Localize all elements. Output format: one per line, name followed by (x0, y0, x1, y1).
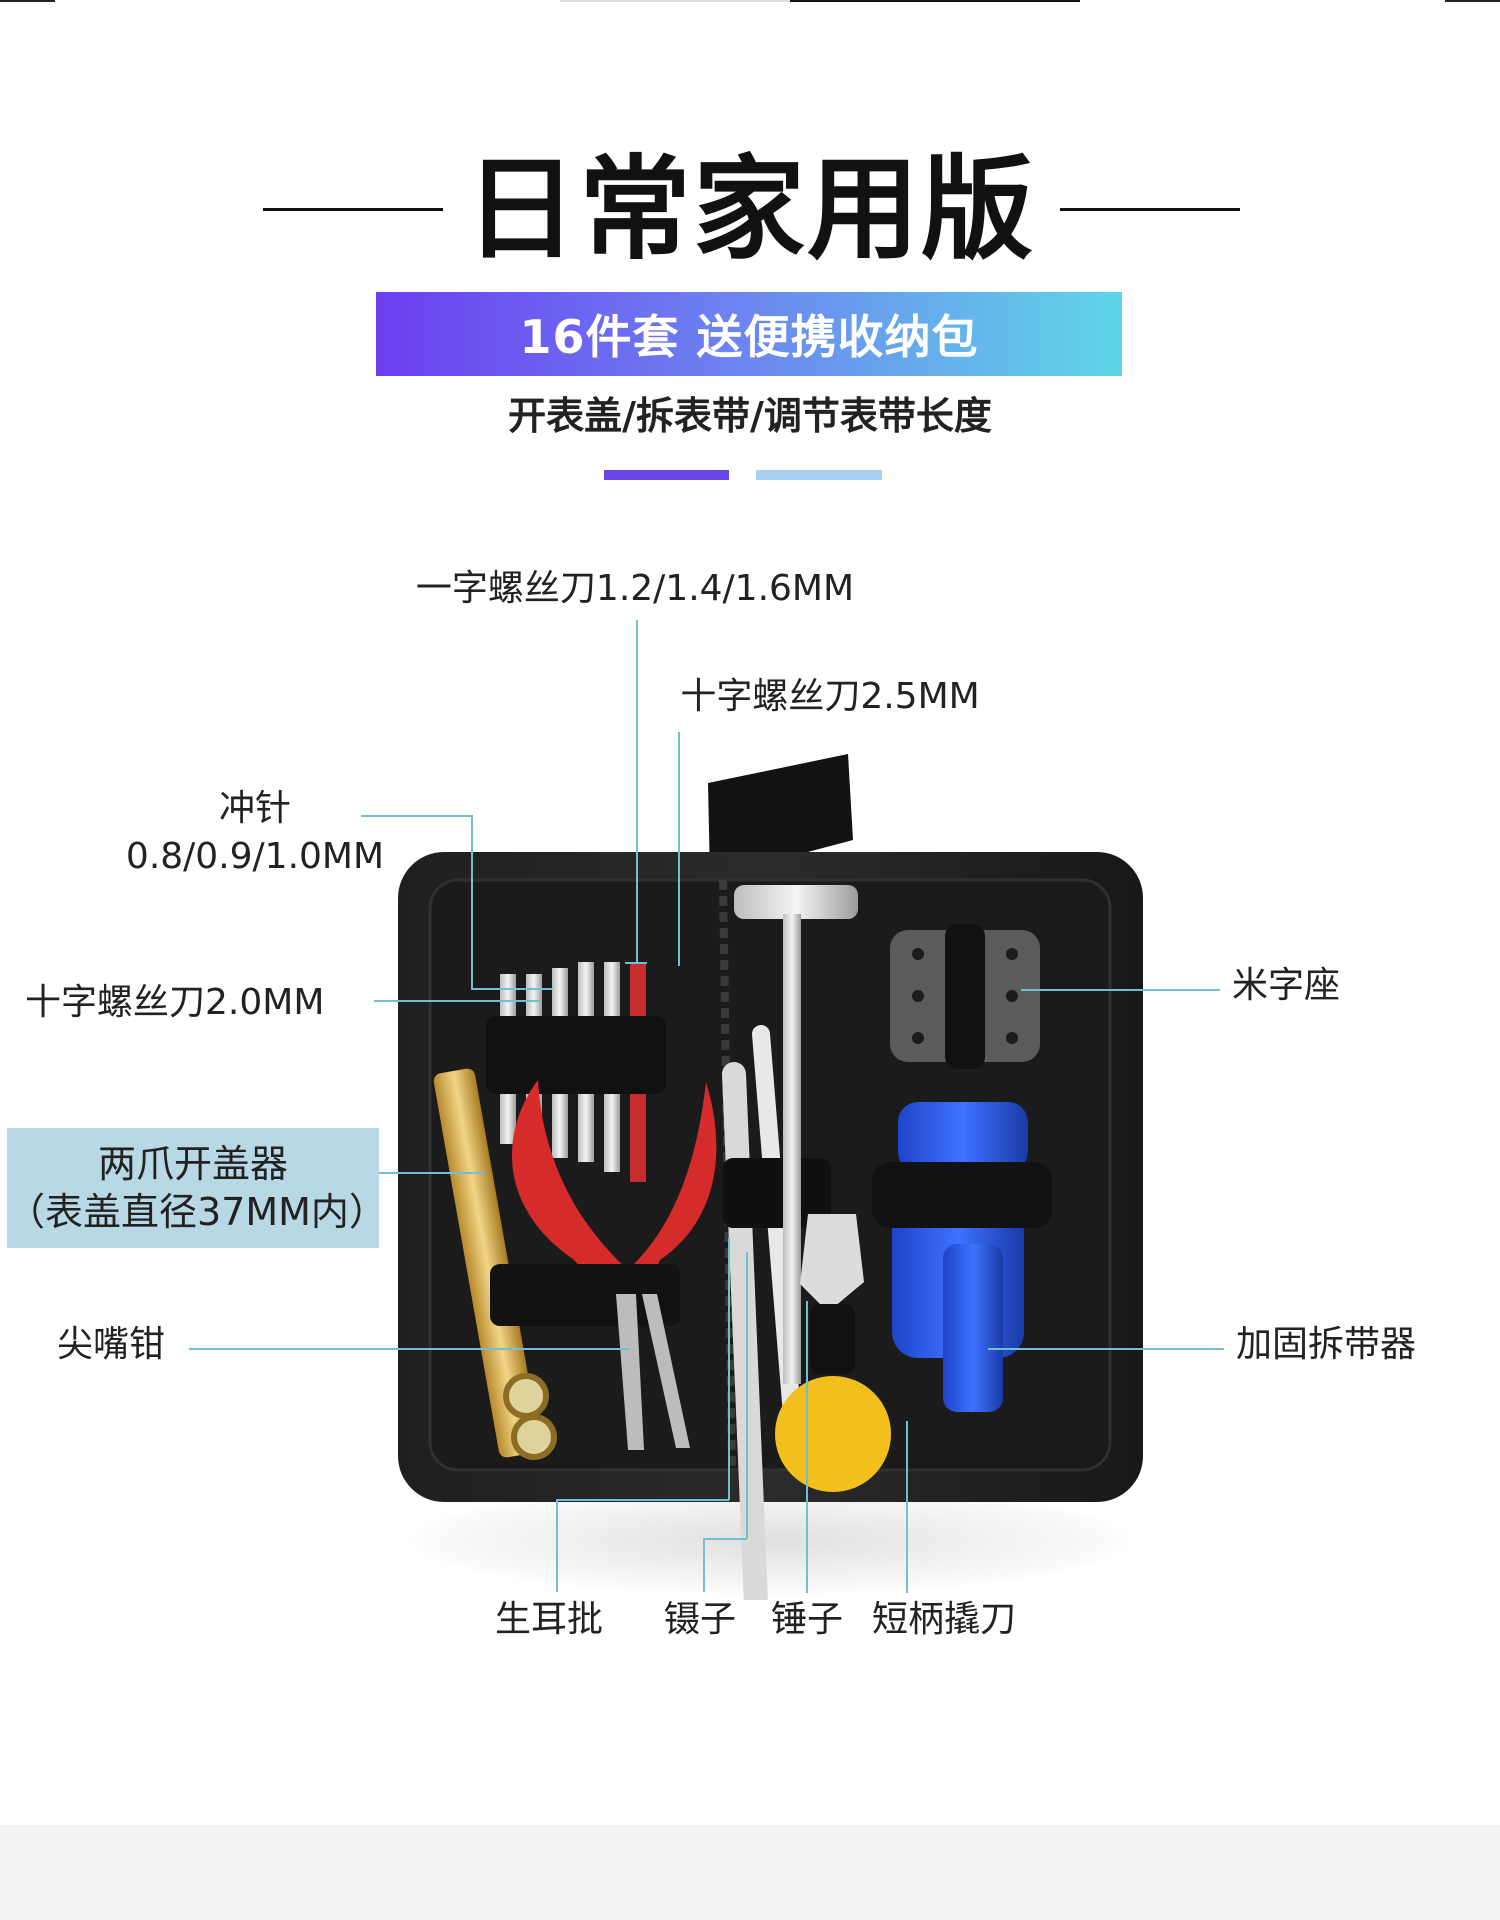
connector-spring-bar-tool-horizontal (556, 1499, 729, 1501)
connector-spring-bar-tool-vertical-right (728, 1238, 730, 1500)
connector-cross-screwdriver-25 (678, 732, 680, 966)
label-two-claw-note: （表盖直径37MM内） (7, 1190, 387, 1234)
top-strip (0, 0, 1500, 2)
connector-hammer (806, 1301, 808, 1593)
label-spring-bar-tool: 生耳批 (495, 1599, 604, 1640)
promo-banner: 16件套 送便携收纳包 (376, 292, 1122, 376)
label-punch-sizes: 0.8/0.9/1.0MM (125, 836, 385, 877)
label-two-claw-opener: 两爪开盖器 (97, 1142, 288, 1186)
connector-punch-bottom (471, 988, 553, 990)
connector-cross-base (1021, 989, 1220, 991)
connector-flat-screwdriver-bracket (625, 962, 647, 964)
connector-flat-screwdriver (636, 620, 638, 963)
reinforced-strap-tool-icon (872, 1102, 1052, 1412)
highlight-two-claw-opener: 两爪开盖器 （表盖直径37MM内） (7, 1128, 387, 1248)
label-tweezers: 镊子 (664, 1599, 737, 1640)
connector-tweezers-horizontal (703, 1538, 747, 1540)
title-section: 日常家用版 (0, 150, 1500, 270)
connector-punch-top (361, 815, 472, 817)
product-shadow (410, 1485, 1130, 1595)
label-cross-screwdriver-25: 十字螺丝刀2.5MM (680, 676, 980, 717)
label-short-pry-knife: 短柄撬刀 (872, 1599, 1017, 1640)
connector-short-pry-knife (906, 1421, 908, 1593)
connector-tweezers-vertical-left (703, 1538, 705, 1592)
watch-tool-kit-image (398, 754, 1143, 1600)
title-right-line (1060, 208, 1240, 211)
label-reinforced-strap-tool: 加固拆带器 (1236, 1324, 1417, 1365)
tweezers-and-pry-tools-icon (722, 1025, 831, 1600)
connector-two-claw-opener (379, 1172, 485, 1174)
label-needle-nose-pliers: 尖嘴钳 (57, 1324, 166, 1365)
connector-punch-vertical (471, 815, 473, 988)
screwdriver-set-icon (486, 962, 666, 1182)
short-pry-knife-icon (775, 1214, 891, 1492)
label-cross-screwdriver-20: 十字螺丝刀2.0MM (25, 982, 325, 1023)
needle-nose-pliers-icon (490, 1080, 717, 1450)
accent-bar-light-blue (756, 470, 882, 480)
page-title: 日常家用版 (465, 145, 1035, 275)
opener-joint-top-icon (503, 1373, 549, 1419)
title-left-line (263, 208, 443, 211)
label-cross-base: 米字座 (1232, 965, 1341, 1006)
opener-joint-bottom-icon (511, 1414, 557, 1460)
connector-needle-nose-pliers (189, 1348, 629, 1350)
label-flat-screwdriver: 一字螺丝刀1.2/1.4/1.6MM (415, 568, 855, 609)
connector-tweezers-vertical-right (746, 1252, 748, 1539)
accent-bar-purple (604, 470, 729, 480)
feature-subtitle: 开表盖/拆表带/调节表带长度 (508, 394, 992, 438)
label-hammer: 锤子 (771, 1599, 844, 1640)
cross-base-icon (890, 924, 1040, 1069)
hammer-icon (734, 885, 858, 1384)
two-claw-opener-icon (433, 1068, 541, 1458)
pouch-strap (708, 754, 853, 878)
connector-spring-bar-tool-vertical-left (556, 1499, 558, 1592)
footer-band (0, 1825, 1500, 1920)
connector-reinforced-strap-tool (988, 1348, 1224, 1350)
connector-cross-screwdriver-20 (374, 1000, 542, 1002)
label-punch-title: 冲针 (218, 788, 291, 829)
